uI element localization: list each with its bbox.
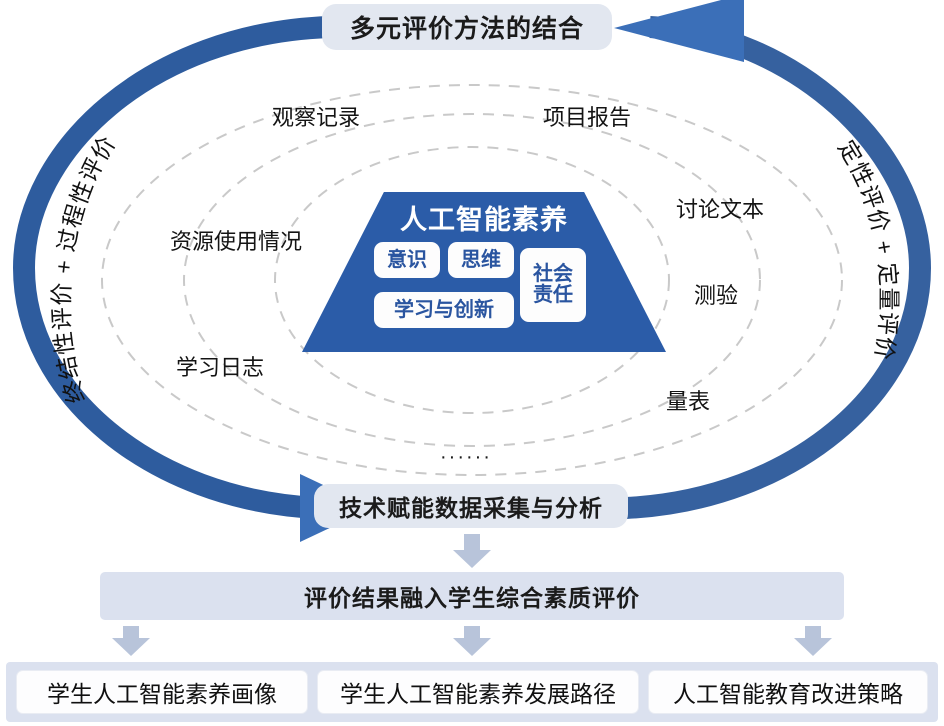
down-arrow-tech-to-integrate <box>453 534 491 568</box>
pyramid-chip-social-responsibility: 社会 责任 <box>520 248 586 322</box>
integration-bar: 评价结果融入学生综合素质评价 <box>100 572 844 620</box>
dashed-ellipse-outer <box>101 84 843 476</box>
pyramid-chip-social-responsibility-line2: 责任 <box>533 284 573 306</box>
down-arrow-outcome-2 <box>453 626 491 656</box>
pyramid-chip-learning-innovation: 学习与创新 <box>374 292 514 328</box>
tech-enabled-data-pill: 技术赋能数据采集与分析 <box>314 484 628 528</box>
pyramid-heading: 人工智能素养 <box>400 205 568 235</box>
evidence-label-quiz: 测验 <box>694 283 739 308</box>
pyramid-chip-social-responsibility-line1: 社会 <box>533 263 573 285</box>
outcome-box-development-path: 学生人工智能素养发展路径 <box>317 670 639 714</box>
down-arrow-outcome-1 <box>112 626 150 656</box>
ai-literacy-pyramid: 人工智能素养 意识 思维 社会 责任 学习与创新 <box>302 192 666 352</box>
down-arrow-outcome-3 <box>794 626 832 656</box>
evidence-label-scale: 量表 <box>666 389 711 414</box>
evidence-label-observation-record: 观察记录 <box>272 105 361 130</box>
evidence-label-ellipsis: ······ <box>440 446 492 468</box>
title-pill: 多元评价方法的结合 <box>322 4 612 50</box>
dashed-ellipse-group <box>101 84 843 476</box>
evidence-label-project-report: 项目报告 <box>543 105 632 130</box>
outcome-box-student-portrait: 学生人工智能素养画像 <box>16 670 308 714</box>
outcomes-panel: 学生人工智能素养画像 学生人工智能素养发展路径 人工智能教育改进策略 <box>6 662 938 722</box>
pyramid-chip-awareness: 意识 <box>374 242 440 278</box>
right-cycle-arc <box>614 0 932 519</box>
dashed-ellipse-inner <box>274 146 670 414</box>
evidence-label-resource-usage: 资源使用情况 <box>170 229 303 254</box>
dashed-ellipse-mid <box>183 113 761 447</box>
evidence-label-discussion-text: 讨论文本 <box>676 197 765 222</box>
evidence-label-learning-journal: 学习日志 <box>176 355 265 380</box>
pyramid-chip-thinking: 思维 <box>448 242 514 278</box>
outcome-box-improvement-strategy: 人工智能教育改进策略 <box>648 670 928 714</box>
